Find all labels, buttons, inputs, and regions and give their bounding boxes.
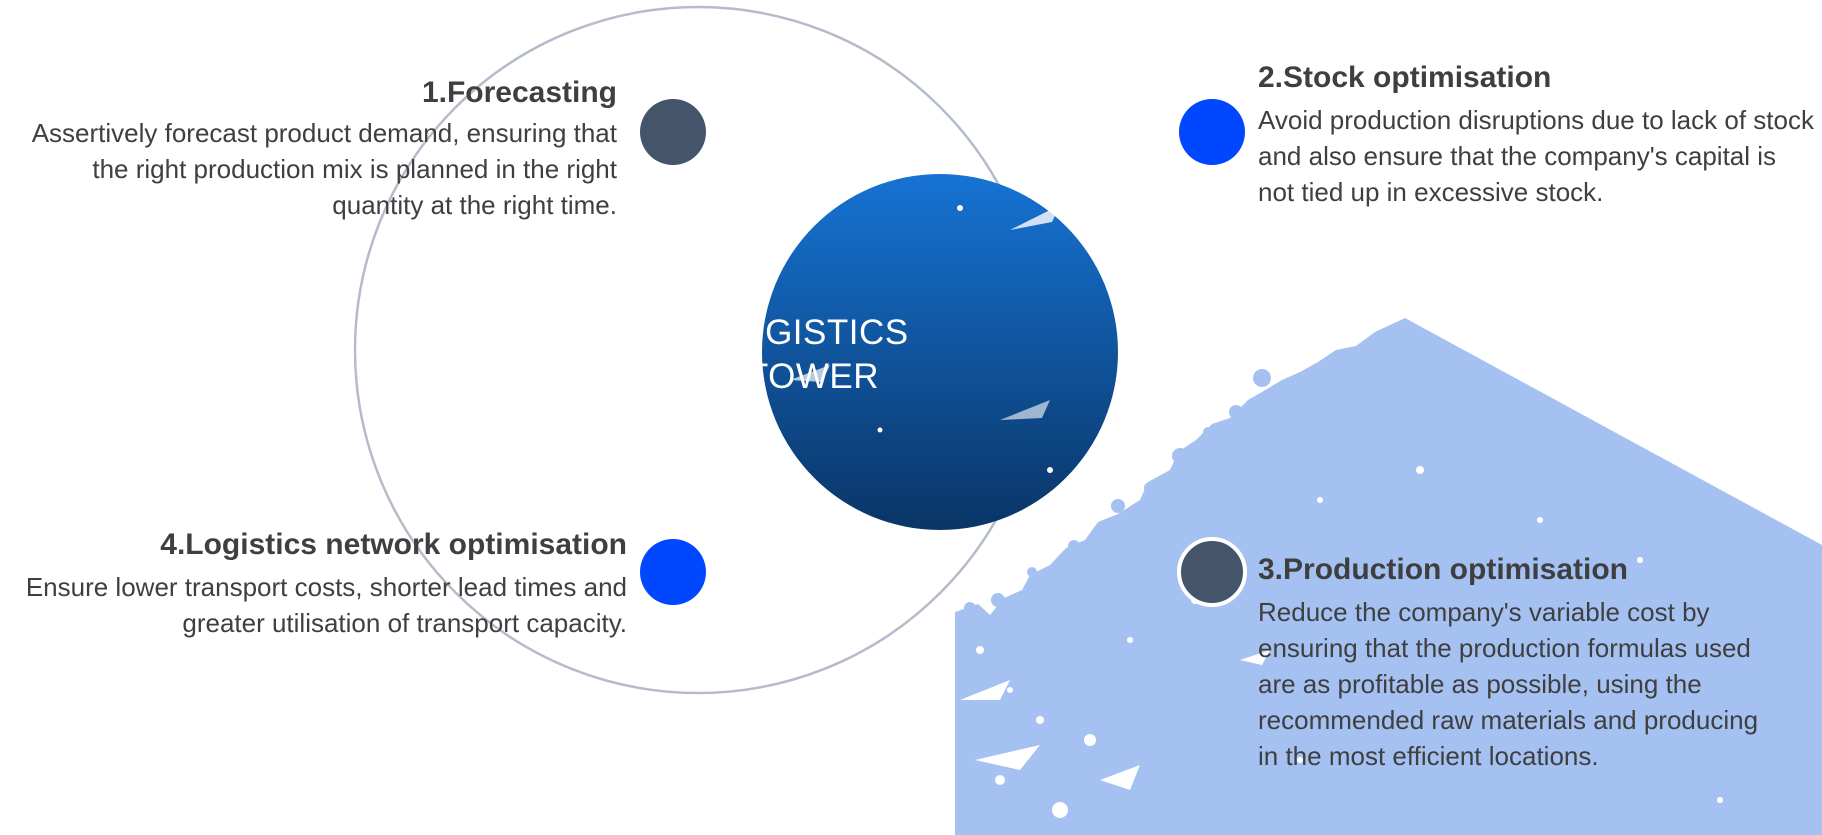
paint-splash — [955, 318, 1822, 835]
step-2-block: 2.Stock optimisation Avoid production di… — [1258, 60, 1818, 210]
center-title-line-1: LOGISTICS — [717, 313, 909, 352]
step-2-description: Avoid production disruptions due to lack… — [1258, 105, 1814, 207]
center-title: LOGISTICS TOWER — [683, 305, 943, 405]
step-4-description: Ensure lower transport costs, shorter le… — [25, 572, 627, 638]
step-4-title: 4.Logistics network optimisation — [160, 528, 627, 561]
center-title-line-2: TOWER — [746, 357, 880, 396]
step-1-block: 1.Forecasting Assertively forecast produ… — [0, 75, 617, 223]
center-sphere — [762, 174, 1118, 530]
step-4-dot — [640, 539, 706, 605]
step-3-description: Reduce the company's variable cost by en… — [1258, 597, 1759, 771]
step-3-title: 3.Production optimisation — [1258, 553, 1629, 586]
step-4-block: 4.Logistics network optimisation Ensure … — [7, 527, 627, 641]
step-1-dot — [640, 99, 706, 165]
step-3-block: 3.Production optimisation Reduce the com… — [1258, 552, 1778, 774]
step-1-description: Assertively forecast product demand, ens… — [31, 118, 617, 220]
step-1-title: 1.Forecasting — [421, 76, 617, 109]
step-2-title: 2.Stock optimisation — [1258, 61, 1552, 94]
step-2-dot — [1179, 99, 1245, 165]
step-3-dot — [1177, 537, 1247, 607]
